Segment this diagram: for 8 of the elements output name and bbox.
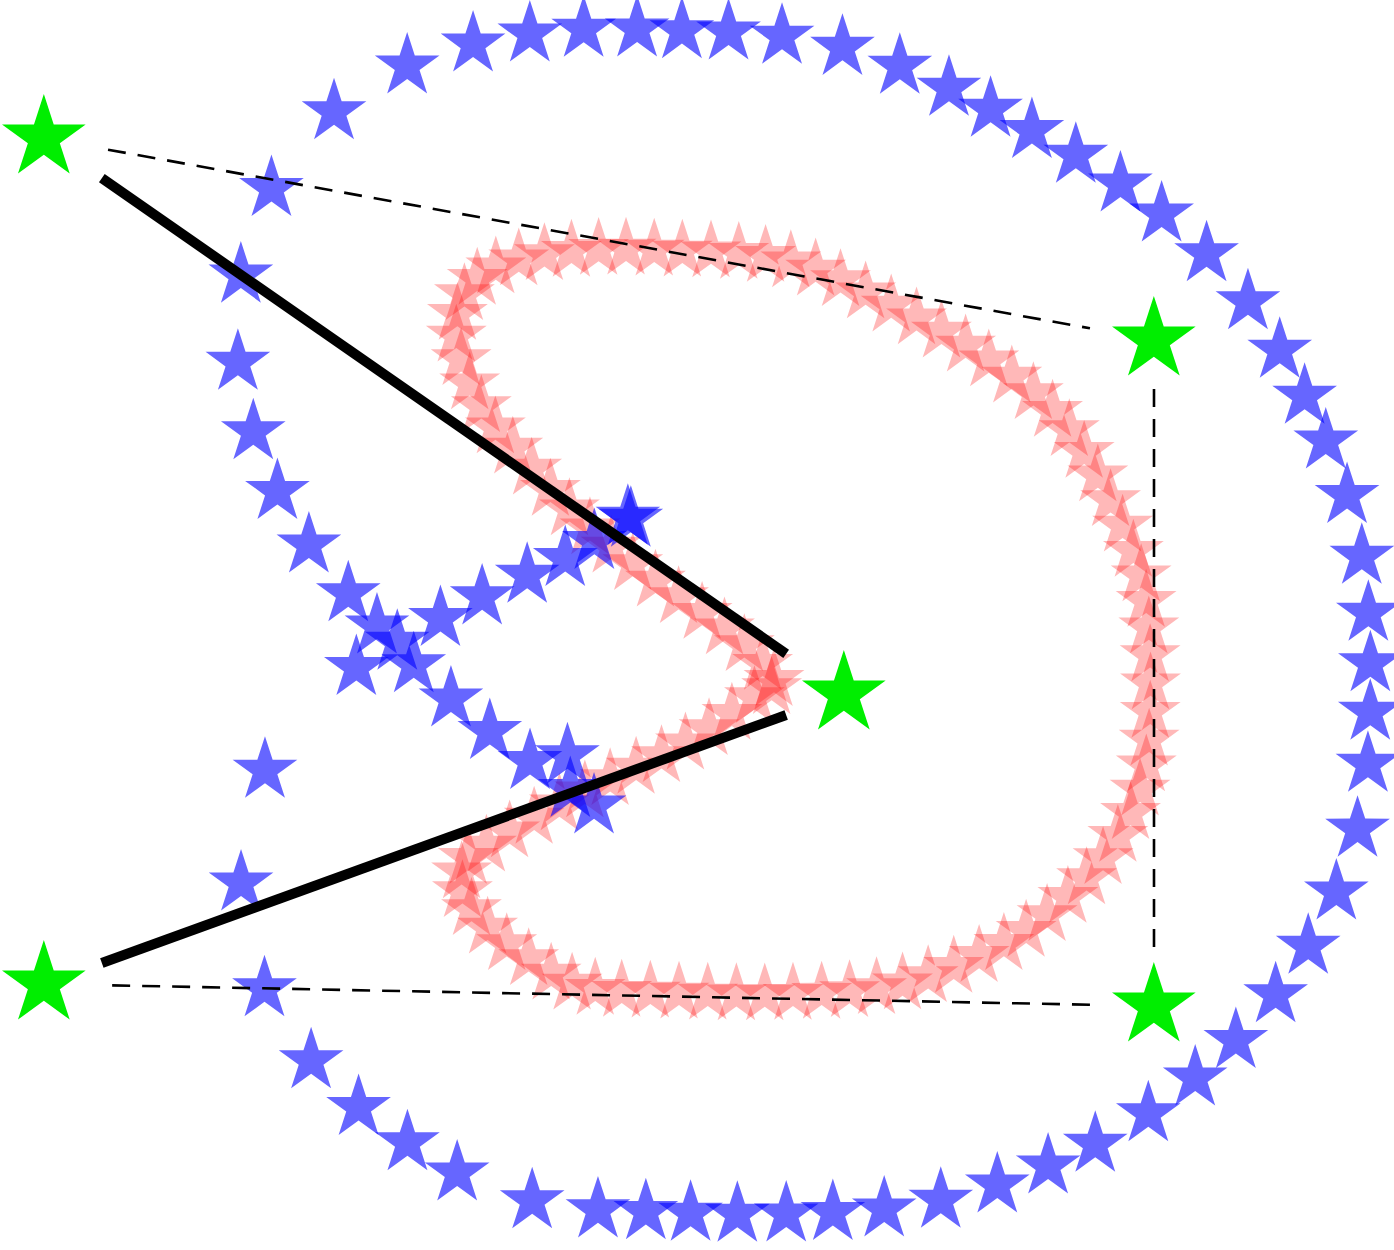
- solid-line: [99, 174, 789, 658]
- star-marker: [2, 94, 86, 174]
- dashed-line: [108, 983, 1090, 1007]
- star-marker: [1112, 962, 1196, 1042]
- star-marker: [802, 650, 886, 730]
- dashed-line: [107, 148, 1091, 330]
- star-marker: [1112, 296, 1196, 376]
- star-marker: [2, 940, 86, 1020]
